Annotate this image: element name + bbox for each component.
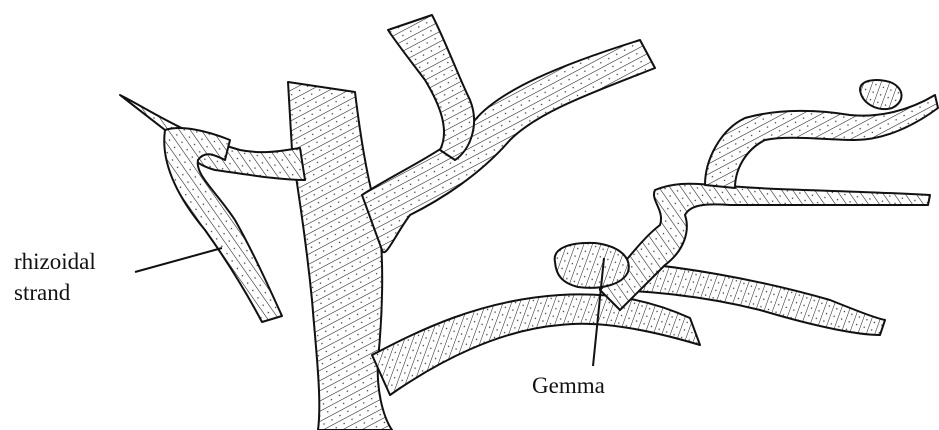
rhizoidal-strand-label-line1: rhizoidal xyxy=(14,248,96,275)
rhizoidal-strand-label-line2: strand xyxy=(14,279,70,306)
upper-curl-strand xyxy=(705,95,938,188)
gemma-bulb xyxy=(555,243,629,288)
gemma-label: Gemma xyxy=(532,372,605,399)
main-strand xyxy=(288,82,392,430)
upper-right-branch xyxy=(362,40,655,252)
rhizoidal-leader-line xyxy=(135,248,222,272)
upper-gemma xyxy=(860,80,902,109)
top-branch xyxy=(388,15,474,160)
